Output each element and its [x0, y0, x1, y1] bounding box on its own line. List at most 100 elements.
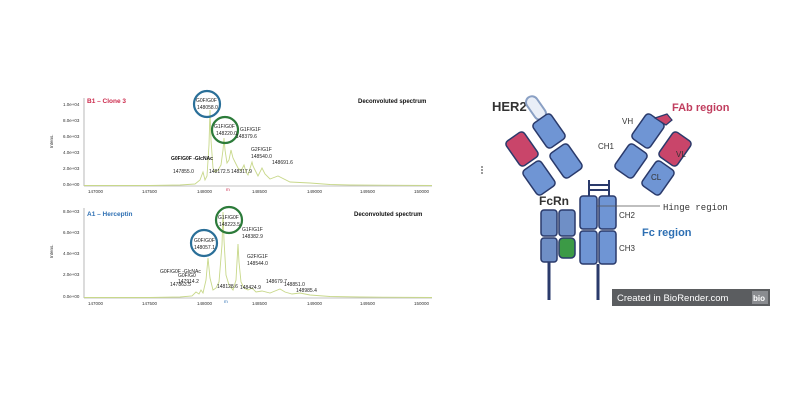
bottom-peak-glycan: G1F/G0F — [218, 215, 239, 221]
right-cl-domain — [641, 160, 675, 196]
top-spectrum: B1 – Clone 3 Deconvoluted spectrum Inten… — [49, 89, 433, 194]
top-peak-mass: 147855.0 — [173, 169, 194, 175]
right-vl-domain — [658, 131, 692, 167]
bottom-xtick: 148000 — [197, 301, 213, 306]
bottom-extra-mass: 148851.0 — [284, 282, 305, 288]
fc-domains — [579, 195, 617, 265]
fcrn-receptor: FcRn — [539, 194, 576, 263]
more-options-icon[interactable] — [481, 166, 483, 174]
top-ytick: 8.0e+03 — [63, 118, 80, 123]
left-vl-domain — [505, 131, 539, 167]
right-ch3-domain — [598, 230, 617, 265]
right-fab-arm — [614, 113, 692, 196]
bottom-xtick: 148500 — [252, 301, 268, 306]
bottom-peak-mass: 148382.9 — [242, 234, 263, 240]
her2-label: HER2 — [492, 99, 527, 114]
bottom-ytick: 0.0e+00 — [63, 294, 80, 299]
credit-badge: bio — [753, 294, 765, 303]
bottom-peak-mass: 147914.2 — [178, 279, 199, 285]
left-ch1-domain — [549, 143, 583, 179]
hinge-region-label: Hinge region — [663, 203, 728, 213]
bottom-extra-mass: 148128.6 — [217, 284, 238, 290]
top-peak-glycan: G0F/G0F — [196, 98, 217, 104]
bottom-peak-glycan: G0F/G0F — [194, 238, 215, 244]
bottom-peak-glycan: G0F/G0F -GlcNAc — [160, 269, 201, 275]
top-ytick: 1.0e+04 — [63, 102, 80, 107]
top-extra-mass: 148691.6 — [272, 160, 293, 166]
top-peak-mass: 148540.0 — [251, 154, 272, 160]
left-fab-arm — [505, 113, 583, 196]
top-g0f-circle — [192, 89, 222, 119]
top-peak-mass: 148379.6 — [236, 134, 257, 140]
bottom-peak-mass: 148057.1 — [194, 245, 215, 251]
fcrn-alpha-domain — [540, 209, 558, 237]
ch3-label: CH3 — [619, 244, 636, 253]
bottom-g0f-circle — [189, 228, 219, 258]
bottom-peak-glycan: G2F/G1F — [247, 254, 268, 260]
bottom-xtick: 149000 — [307, 301, 323, 306]
fc-region-label: Fc region — [642, 227, 692, 239]
fcrn-alpha-domain — [558, 209, 576, 237]
bottom-extra-mass: 148985.4 — [296, 288, 317, 294]
left-vh-domain — [532, 113, 566, 149]
credit-text: Created in BioRender.com — [617, 293, 729, 304]
bottom-spectrum-heading: Deconvoluted spectrum — [354, 212, 422, 218]
bottom-extra-mass: 148679.7 — [266, 279, 287, 285]
top-ytick: 2.0e+03 — [63, 166, 80, 171]
top-g1f-circle — [210, 115, 240, 145]
top-spectrum-heading: Deconvoluted spectrum — [358, 99, 426, 105]
top-ytick: 0.0e+00 — [63, 182, 80, 187]
bottom-peak-mass: 148223.5 — [219, 222, 240, 228]
bottom-spectrum-title: A1 – Herceptin — [87, 211, 133, 218]
bottom-axis-unit: m — [224, 299, 228, 304]
top-extra-mass: 148172.5 — [209, 169, 230, 175]
top-axis-unit: m — [226, 187, 230, 192]
fab-region-label: FAb region — [672, 102, 730, 114]
bottom-ytick: 8.0e+03 — [63, 209, 80, 214]
top-xtick: 149000 — [307, 189, 323, 194]
top-ytick: 6.0e+03 — [63, 134, 80, 139]
antibody-diagram: HER2 FAb region — [481, 95, 770, 306]
right-ch1-domain — [614, 143, 648, 179]
right-ch2-domain — [598, 195, 617, 230]
bottom-ytick: 2.0e+03 — [63, 272, 80, 277]
top-peak-glycan: G2F/G1F — [251, 147, 272, 153]
top-xtick: 150000 — [414, 189, 430, 194]
vh-label: VH — [622, 117, 633, 126]
bottom-peak-glycan: G1F/G1F — [242, 227, 263, 233]
ch1-label: CH1 — [598, 142, 615, 151]
ch2-label: CH2 — [619, 211, 636, 220]
right-vh-tip — [653, 113, 673, 126]
bottom-g1f-circle — [214, 205, 244, 235]
bottom-ytick: 4.0e+03 — [63, 251, 80, 256]
bottom-extra-mass: 148424.9 — [240, 285, 261, 291]
bottom-peak-mass: 148544.0 — [247, 261, 268, 267]
bottom-spectrum-trace — [84, 211, 433, 298]
biorender-logo-icon — [752, 291, 768, 304]
left-ch3-domain — [579, 230, 598, 265]
credit-bar — [612, 289, 770, 306]
bottom-ytick: 6.0e+03 — [63, 230, 80, 235]
top-xtick: 148500 — [252, 189, 268, 194]
bottom-xtick: 147000 — [88, 301, 104, 306]
top-ytick: 4.0e+03 — [63, 150, 80, 155]
biorender-credit[interactable]: Created in BioRender.com bio — [612, 289, 770, 306]
bottom-y-axis-title: Intens. — [49, 244, 54, 258]
top-xtick: 147500 — [142, 189, 158, 194]
top-spectrum-title: B1 – Clone 3 — [87, 98, 126, 105]
top-spectrum-trace — [84, 109, 433, 186]
top-peak-mass: 148058.0 — [197, 105, 218, 111]
top-peak-glycan: G0F/G0F -GlcNAc — [171, 156, 213, 162]
bottom-peak-glycan: G0F/G0 — [178, 273, 196, 279]
top-peak-mass: 148220.0 — [216, 131, 237, 137]
fcrn-label: FcRn — [539, 194, 569, 208]
hinge — [588, 180, 610, 196]
top-xtick: 147000 — [88, 189, 104, 194]
left-cl-domain — [522, 160, 556, 196]
bottom-xtick: 147500 — [142, 301, 158, 306]
bottom-xtick: 149500 — [360, 301, 376, 306]
top-y-axis-title: Intens. — [49, 134, 54, 148]
top-extra-mass: 148317.9 — [231, 169, 252, 175]
fcrn-alpha3-domain — [540, 237, 558, 263]
